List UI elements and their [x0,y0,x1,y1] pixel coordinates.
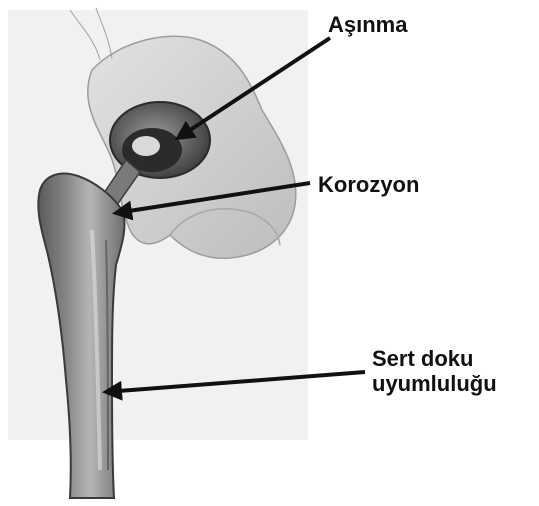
label-corrosion: Korozyon [318,172,419,197]
label-hard-tissue-compatibility: Sert doku uyumluluğu [372,346,497,396]
label-wear: Aşınma [328,12,407,37]
label-tissue-line2: uyumluluğu [372,371,497,396]
label-tissue-line1: Sert doku [372,346,497,371]
